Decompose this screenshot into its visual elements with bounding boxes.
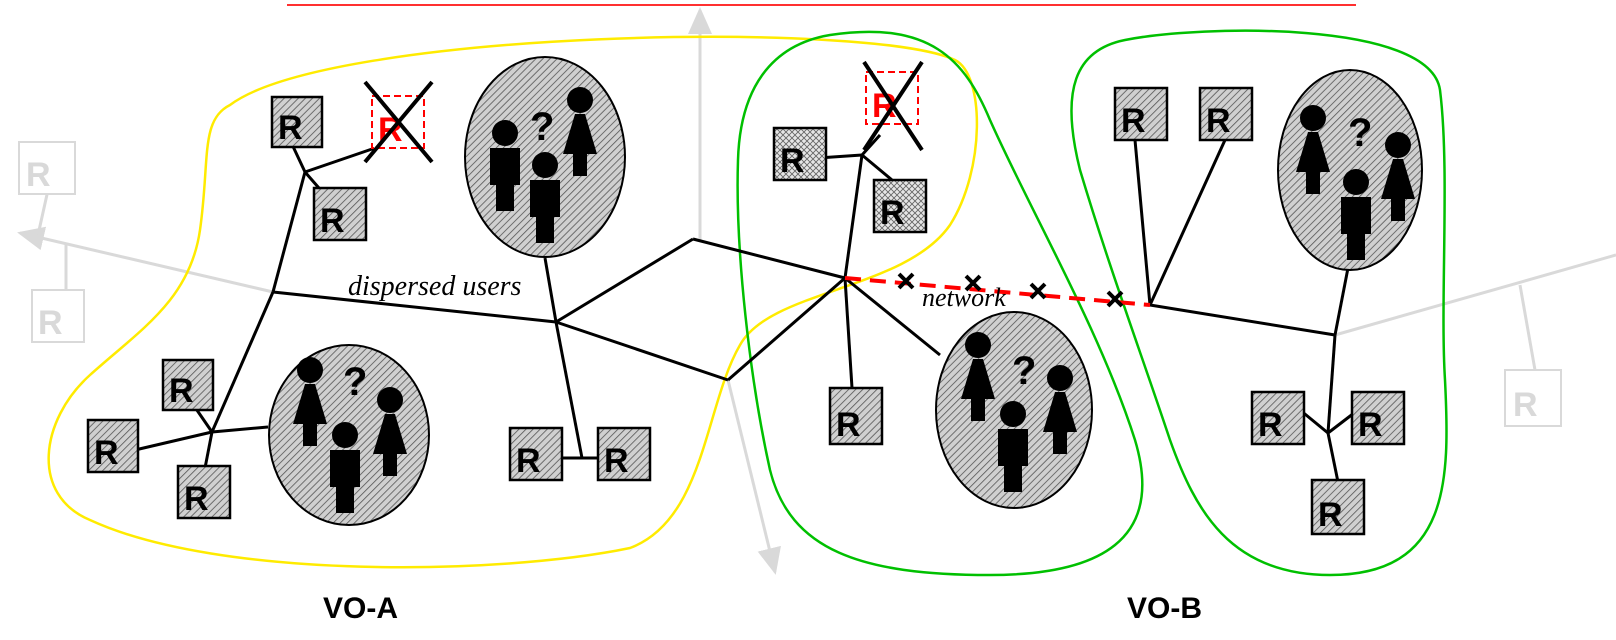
- resource-box-icon: R: [270, 95, 324, 149]
- vo-b-label: VO-B: [1127, 592, 1202, 625]
- resource-label: R: [1121, 102, 1146, 140]
- resource-label: R: [1318, 496, 1343, 534]
- people-group-icon: ?: [464, 56, 626, 258]
- faded-resource-1: R: [18, 141, 76, 195]
- faded-resource-2: R: [31, 289, 85, 343]
- resource-label: R: [780, 142, 805, 180]
- resource-box-icon: R: [596, 426, 652, 482]
- question-mark: ?: [1348, 111, 1372, 155]
- faded-resource-3: R: [1504, 369, 1562, 427]
- vo-a-outline: [47, 35, 979, 569]
- resource-box-icon: R: [312, 186, 368, 242]
- failed-resource-vo-a: R: [363, 80, 434, 164]
- resource-box-icon: R: [828, 386, 884, 446]
- faded-background-network: [17, 7, 1616, 575]
- network-label: network: [922, 283, 1006, 312]
- resource-box-icon: R: [176, 464, 232, 520]
- resource-box-icon: R: [1350, 390, 1406, 446]
- dispersed-users-label: dispersed users: [348, 271, 522, 302]
- svg-text:R: R: [38, 304, 63, 342]
- resource-label: R: [169, 372, 194, 410]
- people-group-icon: ?: [935, 311, 1093, 509]
- svg-text:R: R: [26, 156, 51, 194]
- svg-text:R: R: [1513, 386, 1538, 424]
- resource-label: R: [320, 202, 345, 240]
- resources: R R R R R R R R R R R R R R R: [86, 86, 1406, 536]
- user-groups: ????: [268, 56, 1423, 526]
- vo-b-right-outline: [1070, 29, 1448, 577]
- broken-link: [844, 276, 1151, 307]
- question-mark: ?: [530, 105, 554, 149]
- resource-box-icon: R: [508, 426, 564, 482]
- vo-b-left-outline: [736, 30, 1144, 577]
- people-group-icon: ?: [268, 344, 430, 526]
- resource-label: R: [1358, 406, 1383, 444]
- resource-box-icon: R: [161, 358, 215, 412]
- x-cross-icon: [862, 60, 924, 152]
- failed-marker-icon: [897, 272, 1124, 308]
- resource-box-icon: R: [1310, 478, 1366, 536]
- resource-label: R: [880, 194, 905, 232]
- x-cross-icon: [363, 80, 434, 164]
- resource-label: R: [184, 480, 209, 518]
- resource-label: R: [1206, 102, 1231, 140]
- resource-label: R: [94, 434, 119, 472]
- resource-label: R: [836, 406, 861, 444]
- resource-box-icon: R: [872, 178, 928, 234]
- network-links: [134, 133, 1359, 483]
- resource-label: R: [604, 442, 629, 480]
- question-mark: ?: [343, 360, 367, 404]
- resource-box-icon: R: [1250, 390, 1306, 446]
- resource-box-icon: R: [772, 126, 828, 182]
- resource-label: R: [278, 109, 303, 147]
- people-group-icon: ?: [1277, 69, 1423, 271]
- resource-label: R: [516, 442, 541, 480]
- vo-a-label: VO-A: [323, 592, 398, 625]
- resource-box-icon: R: [1113, 86, 1169, 142]
- resource-label: R: [1258, 406, 1283, 444]
- failed-resource-vo-b: R: [862, 60, 924, 152]
- question-mark: ?: [1012, 349, 1036, 393]
- resource-box-icon: R: [86, 418, 140, 474]
- resource-box-icon: R: [1198, 86, 1254, 142]
